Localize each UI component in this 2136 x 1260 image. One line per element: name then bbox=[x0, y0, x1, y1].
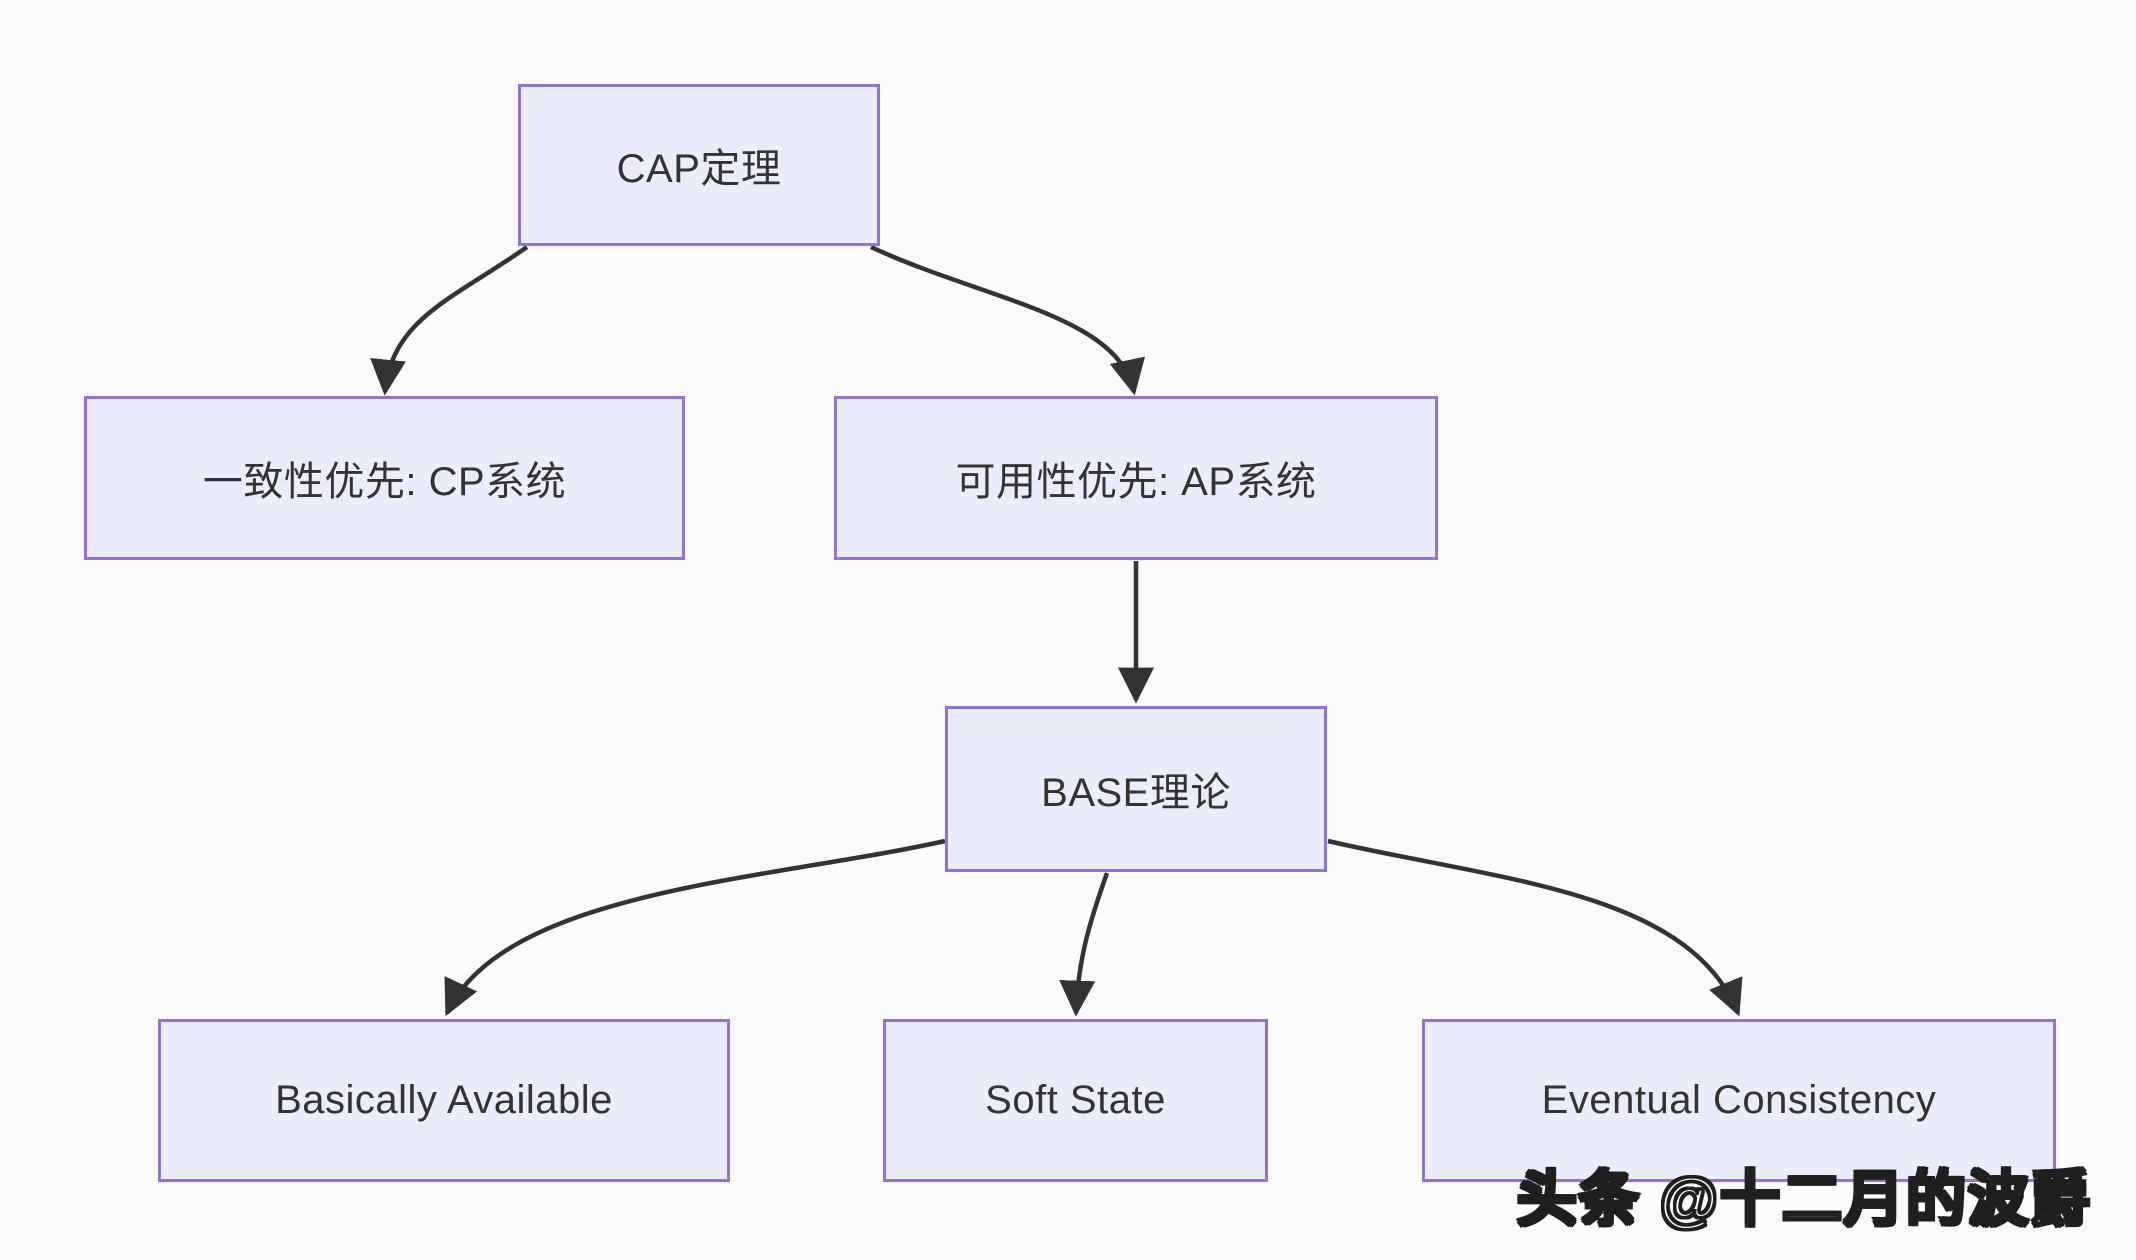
node-cap-theorem: CAP定理 bbox=[518, 84, 880, 246]
edge-base-to-eventual-consistency bbox=[1327, 838, 1743, 1017]
node-cp-system: 一致性优先: CP系统 bbox=[84, 396, 685, 560]
watermark: 头条 @十二月的波爵 bbox=[1515, 1165, 2092, 1235]
node-basically-available: Basically Available bbox=[158, 1019, 730, 1182]
node-cp-system-label: 一致性优先: CP系统 bbox=[202, 460, 567, 504]
node-ap-system-label: 可用性优先: AP系统 bbox=[955, 460, 1317, 504]
node-base-theory: BASE理论 bbox=[945, 706, 1327, 872]
edge-base-to-soft-state bbox=[1059, 872, 1110, 1017]
edge-cap-to-cp bbox=[370, 245, 529, 396]
node-soft-state: Soft State bbox=[883, 1019, 1268, 1182]
node-eventual-consistency-label: Eventual Consistency bbox=[1541, 1078, 1937, 1122]
node-eventual-consistency: Eventual Consistency bbox=[1422, 1019, 2056, 1182]
node-base-theory-label: BASE理论 bbox=[1041, 771, 1231, 815]
node-ap-system: 可用性优先: AP系统 bbox=[834, 396, 1438, 560]
edge-cap-to-ap bbox=[870, 244, 1145, 396]
node-cap-theorem-label: CAP定理 bbox=[616, 147, 782, 191]
edge-base-to-basically-available bbox=[444, 838, 946, 1017]
node-soft-state-label: Soft State bbox=[985, 1078, 1166, 1122]
node-basically-available-label: Basically Available bbox=[275, 1078, 613, 1122]
